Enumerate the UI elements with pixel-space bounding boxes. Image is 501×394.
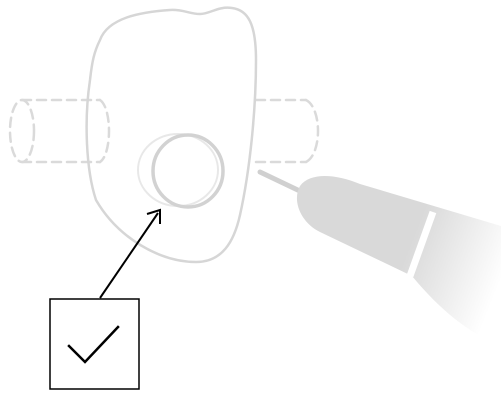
- drill-band: [406, 210, 437, 278]
- check-box: [49, 298, 140, 390]
- tooth-outline: [85, 6, 258, 264]
- check-box-frame: [49, 298, 140, 390]
- drill-tip: [257, 169, 307, 196]
- bore-ring-shadow: [137, 133, 219, 207]
- dashed-channel-left-cap: [8, 98, 36, 164]
- dashed-channel-left: [8, 98, 111, 164]
- dashed-channel-right-end: [304, 98, 320, 164]
- drill-tool: [257, 169, 501, 346]
- checkmark-icon: [67, 325, 120, 364]
- pointer-arrow-shaft: [99, 212, 159, 299]
- pointer-arrow-head: [146, 208, 161, 224]
- dashed-channel-left-end: [98, 98, 111, 164]
- bore-ring: [151, 133, 225, 209]
- drill-body: [296, 176, 501, 346]
- pointer-arrow: [99, 208, 161, 299]
- dashed-channel-right-body: [254, 98, 308, 164]
- dashed-channel-right: [254, 98, 320, 164]
